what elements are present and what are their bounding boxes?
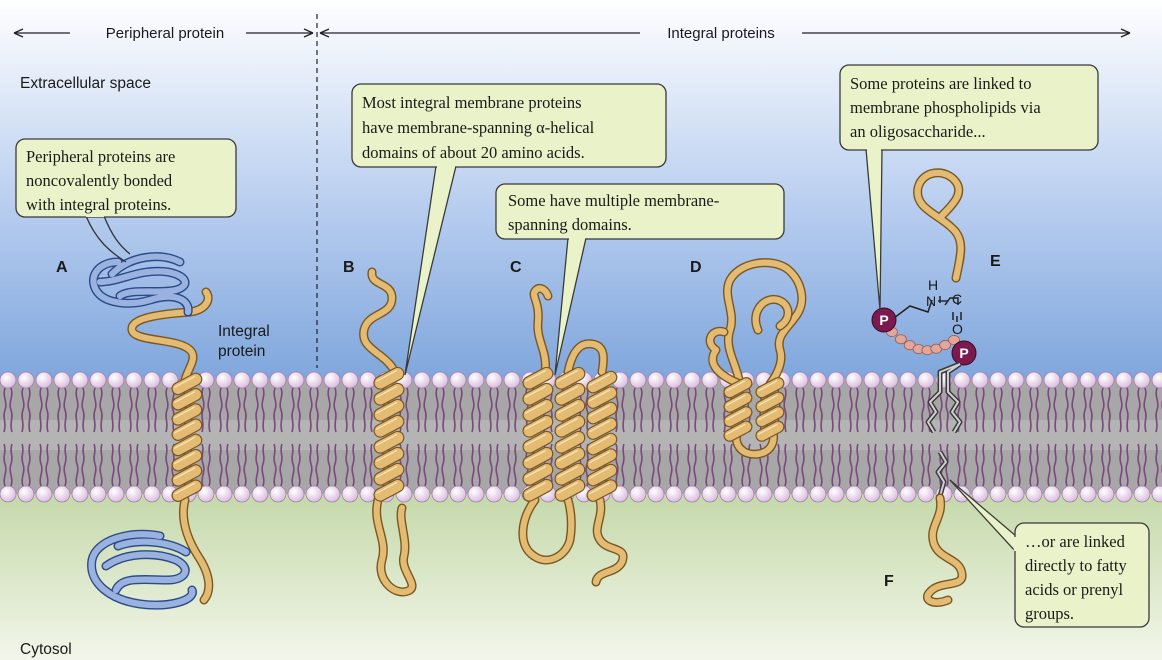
callout-fatty-line4: groups.: [1025, 604, 1074, 623]
svg-text:P: P: [879, 312, 888, 328]
callout-alpha-line2: have membrane-spanning α-helical: [362, 118, 595, 137]
label-b: B: [343, 259, 355, 276]
label-e: E: [990, 253, 1001, 270]
amide-nitrogen: N: [926, 293, 936, 309]
svg-text:P: P: [959, 345, 968, 361]
callout-fatty-line2: directly to fatty: [1025, 556, 1127, 575]
label-f: F: [884, 573, 894, 590]
carbonyl-oxygen: O: [952, 321, 963, 337]
callout-multiple-line1: Some have multiple membrane-: [508, 191, 719, 210]
phosphate-upper: P: [872, 308, 896, 332]
callout-alpha-line3: domains of about 20 amino acids.: [362, 143, 585, 162]
extracellular-space-label: Extracellular space: [20, 75, 151, 92]
integral-proteins-header: Integral proteins: [667, 25, 775, 42]
amide-hydrogen: H: [928, 277, 938, 293]
callout-fatty-line1: …or are linked: [1025, 532, 1126, 551]
peripheral-protein-header: Peripheral protein: [106, 25, 224, 42]
callout-fatty-line3: acids or prenyl: [1025, 580, 1123, 599]
phosphate-lower: P: [952, 341, 976, 365]
label-a: A: [56, 259, 68, 276]
callout-peripheral-line2: noncovalently bonded: [26, 171, 173, 190]
integral-protein-label-line2: protein: [218, 343, 265, 360]
callout-multiple-line2: spanning domains.: [508, 215, 632, 234]
callout-oligo-line1: Some proteins are linked to: [850, 74, 1031, 93]
callout-oligo-line3: an oligosaccharide...: [850, 122, 986, 141]
callout-peripheral-line1: Peripheral proteins are: [26, 147, 175, 166]
amide-carbon: C: [952, 291, 962, 307]
callout-peripheral-line3: with integral proteins.: [26, 195, 171, 214]
label-d: D: [690, 259, 702, 276]
callout-alpha-line1: Most integral membrane proteins: [362, 93, 582, 112]
callout-oligo-line2: membrane phospholipids via: [850, 98, 1041, 117]
cytosol-label: Cytosol: [20, 641, 72, 658]
label-c: C: [510, 259, 522, 276]
integral-protein-label-line1: Integral: [218, 323, 270, 340]
